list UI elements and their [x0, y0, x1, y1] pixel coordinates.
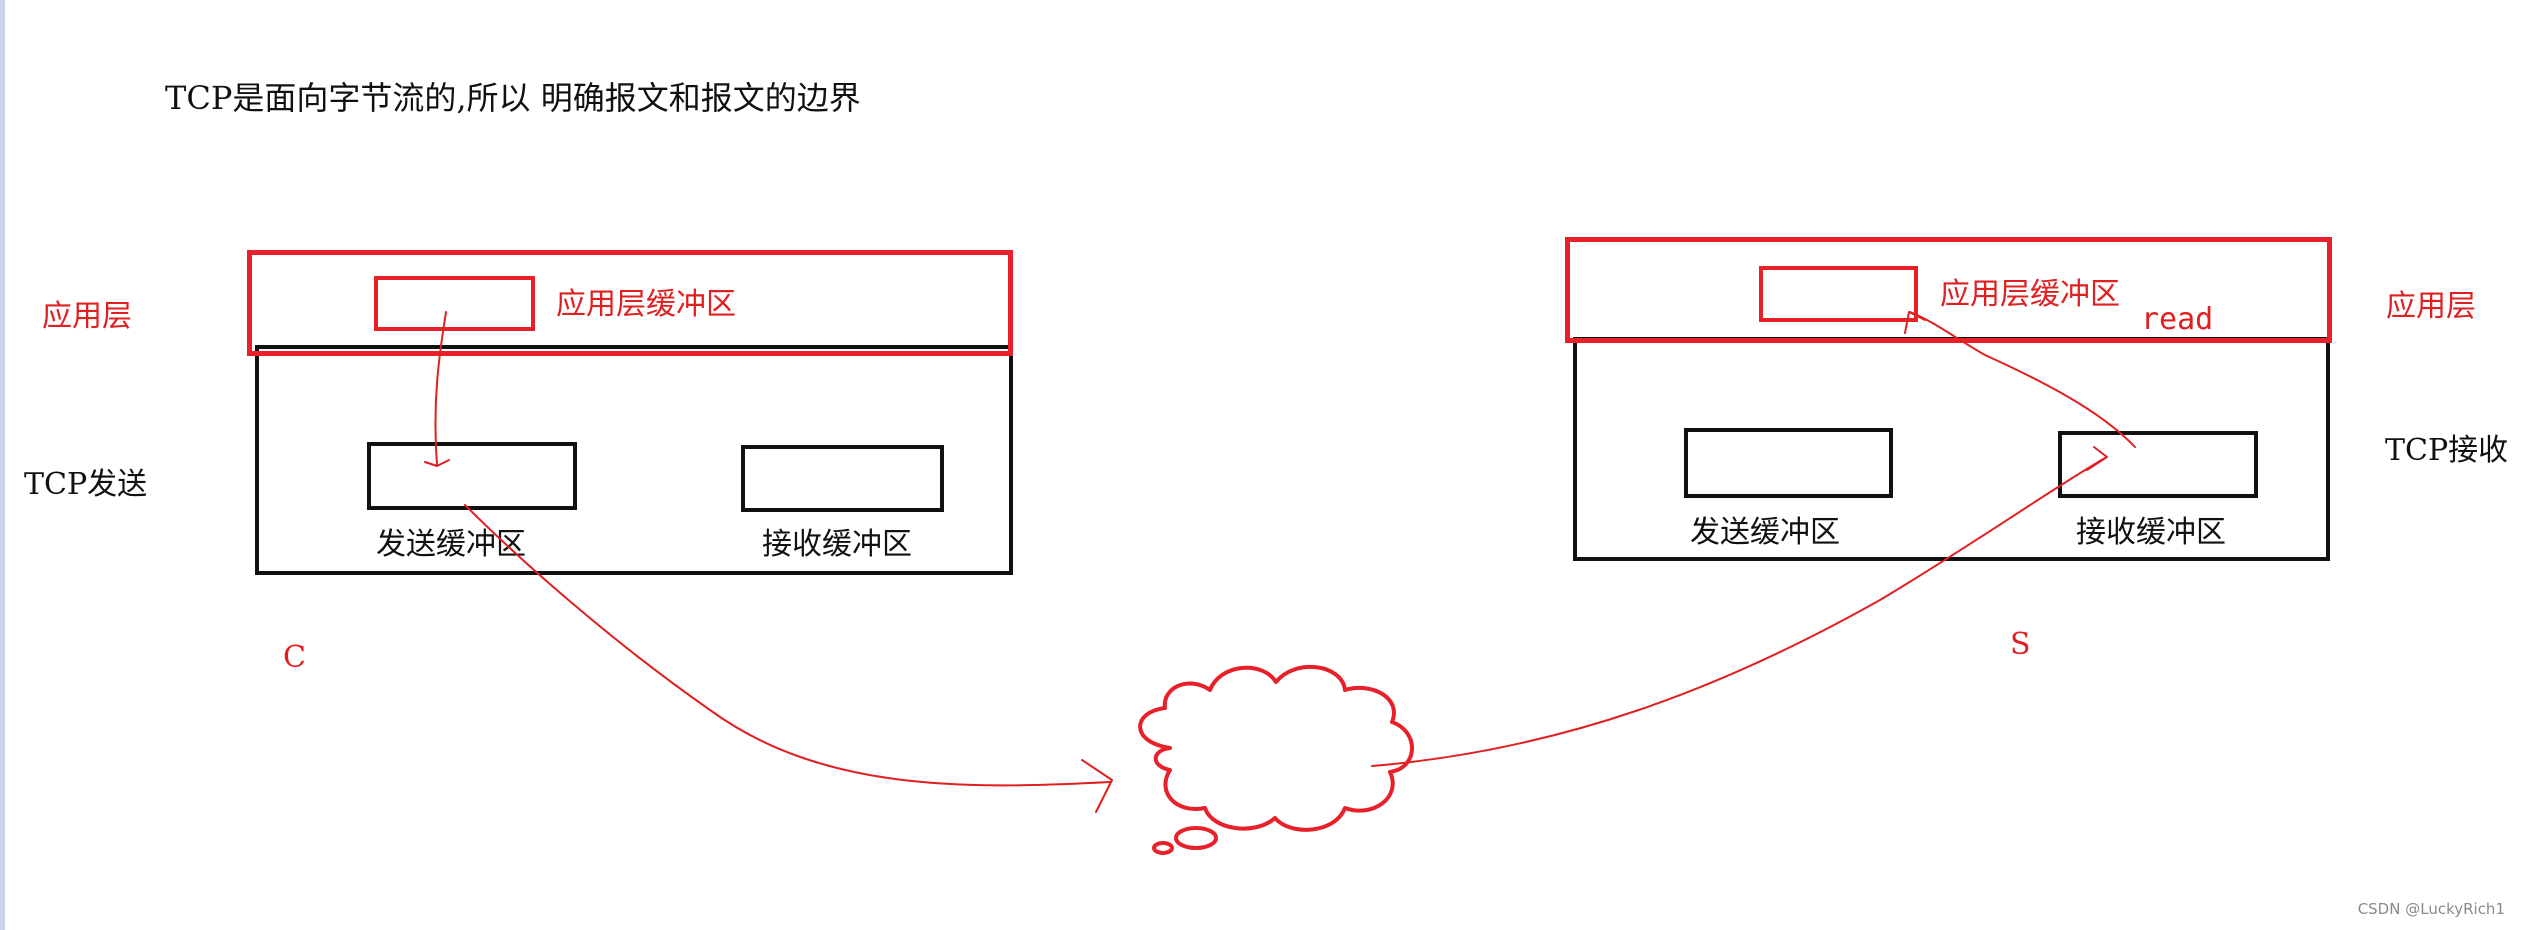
client-tcp-label: TCP发送 [24, 467, 148, 502]
server-recv-buffer-label: 接收缓冲区 [2076, 515, 2226, 550]
arrow-send-to-network [464, 504, 1111, 787]
server-tcp-label: TCP接收 [2385, 433, 2509, 468]
diagram-title: TCP是面向字节流的,所以 明确报文和报文的边界 [165, 79, 861, 117]
server-read-label: read [2141, 302, 2214, 337]
client-send-buffer-label: 发送缓冲区 [376, 527, 526, 562]
server-send-buffer-box [1684, 428, 1893, 498]
arrow-app-to-send-buffer [434, 311, 447, 466]
watermark: CSDN @LuckyRich1 [2357, 900, 2505, 918]
server-app-buffer-label: 应用层缓冲区 [1940, 277, 2120, 312]
arrow-network-to-recv-head [2086, 446, 2108, 471]
client-app-buffer-box [374, 276, 535, 331]
client-recv-buffer-box [741, 445, 944, 512]
client-tcp-box [255, 345, 1013, 575]
server-send-buffer-label: 发送缓冲区 [1690, 515, 1840, 550]
arrow-network-to-recv [1371, 457, 2106, 767]
client-recv-buffer-label: 接收缓冲区 [762, 527, 912, 562]
window-edge-strip [0, 0, 5, 930]
client-send-buffer-box [367, 442, 577, 510]
arrow-recv-to-app [1909, 311, 2136, 448]
server-recv-buffer-box [2058, 431, 2258, 498]
server-app-buffer-box [1759, 266, 1918, 322]
arrow-app-to-send-buffer-head [424, 459, 450, 467]
server-app-layer-box [1565, 237, 2332, 343]
server-app-layer-label: 应用层 [2386, 289, 2476, 324]
server-host-letter: S [2010, 627, 2031, 662]
client-app-layer-box [247, 250, 1013, 356]
arrow-recv-to-app-head [1904, 311, 1926, 334]
client-app-layer-label: 应用层 [42, 299, 132, 334]
network-cloud-icon [1138, 664, 1414, 855]
arrow-send-to-network-head [1081, 759, 1113, 813]
client-host-letter: C [283, 640, 306, 675]
client-app-buffer-label: 应用层缓冲区 [556, 287, 736, 322]
